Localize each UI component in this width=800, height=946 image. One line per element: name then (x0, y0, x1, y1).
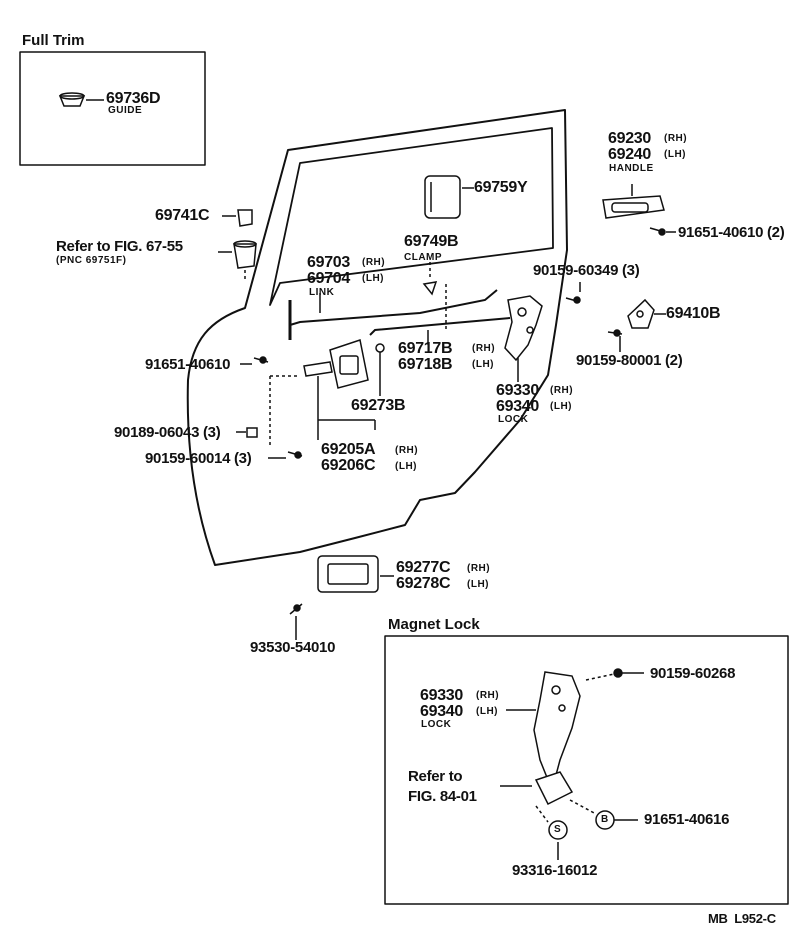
label-93530-54010: 93530-54010 (250, 639, 336, 656)
label-69330: 69330 (496, 382, 539, 399)
link-rod (289, 289, 498, 326)
label-69206c: 69206C (321, 457, 376, 474)
label-69749b: 69749B (404, 233, 459, 250)
label-69718b: 69718B (398, 356, 453, 373)
label-69703: 69703 (307, 254, 350, 271)
label-69330-rh: (RH) (550, 385, 574, 396)
label-69230: 69230 (608, 130, 651, 147)
label-69230-rh: (RH) (664, 133, 688, 144)
label-69704: 69704 (307, 270, 350, 287)
circle-s-marker (548, 820, 568, 840)
label-90159-60014-3: 90159-60014 (3) (145, 450, 252, 467)
nut-part-90189-06043 (246, 427, 258, 438)
lock-rod (369, 317, 511, 336)
circle-b-marker (595, 810, 615, 830)
label-69718b-lh: (LH) (472, 359, 494, 370)
label-fig-84-01: FIG. 84-01 (408, 788, 477, 805)
label-refer-to: Refer to (408, 768, 463, 785)
label-69205a-rh: (RH) (395, 445, 419, 456)
door-window-frame (269, 127, 554, 306)
escutcheon-part (317, 555, 379, 593)
full-trim-box (19, 51, 206, 166)
label-91651-40610: 91651-40610 (145, 356, 231, 373)
label-69736d: 69736D (106, 90, 161, 107)
label-91651-40616: 91651-40616 (644, 811, 730, 828)
full-trim-heading: Full Trim (22, 32, 85, 49)
label-69704-lh: (LH) (362, 273, 384, 284)
label-69741c: 69741C (155, 207, 210, 224)
label-ml-69330: 69330 (420, 687, 463, 704)
magnet-lock-box (384, 635, 789, 905)
label-69340: 69340 (496, 398, 539, 415)
label-handle: HANDLE (609, 163, 654, 174)
label-lock: LOCK (498, 414, 529, 425)
clip-part-69741c (237, 209, 253, 227)
magnet-lock-heading: Magnet Lock (388, 616, 480, 633)
label-69759y: 69759Y (474, 179, 528, 196)
diagram-reference-code: MB L952-C (708, 911, 776, 926)
label-pnc-69751f: (PNC 69751F) (56, 255, 127, 266)
label-69717b-rh: (RH) (472, 343, 496, 354)
trim-clip-part (233, 243, 257, 269)
label-link: LINK (309, 287, 335, 298)
label-69278c: 69278C (396, 575, 451, 592)
label-69410b: 69410B (666, 305, 721, 322)
label-90159-60268: 90159-60268 (650, 665, 736, 682)
label-ml-69330-rh: (RH) (476, 690, 500, 701)
inside-handle-part (329, 339, 369, 389)
label-69703-rh: (RH) (362, 257, 386, 268)
door-lock-assembly (504, 295, 543, 362)
label-90189-06043-3: 90189-06043 (3) (114, 424, 221, 441)
label-90159-80001-2: 90159-80001 (2) (576, 352, 683, 369)
label-guide: GUIDE (108, 105, 143, 116)
label-ml-69340-lh: (LH) (476, 706, 498, 717)
striker-part (627, 298, 655, 329)
clamp-part (422, 281, 438, 296)
label-93316-16012: 93316-16012 (512, 862, 598, 879)
circle-b-label: B (601, 814, 609, 825)
label-69717b: 69717B (398, 340, 453, 357)
label-refer-fig-67-55: Refer to FIG. 67-55 (56, 238, 183, 255)
label-69278c-lh: (LH) (467, 579, 489, 590)
label-clamp: CLAMP (404, 252, 443, 263)
label-ml-lock: LOCK (421, 719, 452, 730)
label-ml-69340: 69340 (420, 703, 463, 720)
door-outer-outline (186, 109, 568, 566)
pad-part-69759y (424, 175, 461, 219)
label-69206c-lh: (LH) (395, 461, 417, 472)
label-69205a: 69205A (321, 441, 376, 458)
label-69240-lh: (LH) (664, 149, 686, 160)
clip-part-69273b (375, 343, 385, 353)
label-69240: 69240 (608, 146, 651, 163)
circle-s-label: S (554, 824, 562, 835)
label-69340-lh: (LH) (550, 401, 572, 412)
label-69273b: 69273B (351, 397, 406, 414)
label-91651-40610-2: 91651-40610 (2) (678, 224, 785, 241)
label-69277c-rh: (RH) (467, 563, 491, 574)
label-69277c: 69277C (396, 559, 451, 576)
label-90159-60349-3: 90159-60349 (3) (533, 262, 640, 279)
